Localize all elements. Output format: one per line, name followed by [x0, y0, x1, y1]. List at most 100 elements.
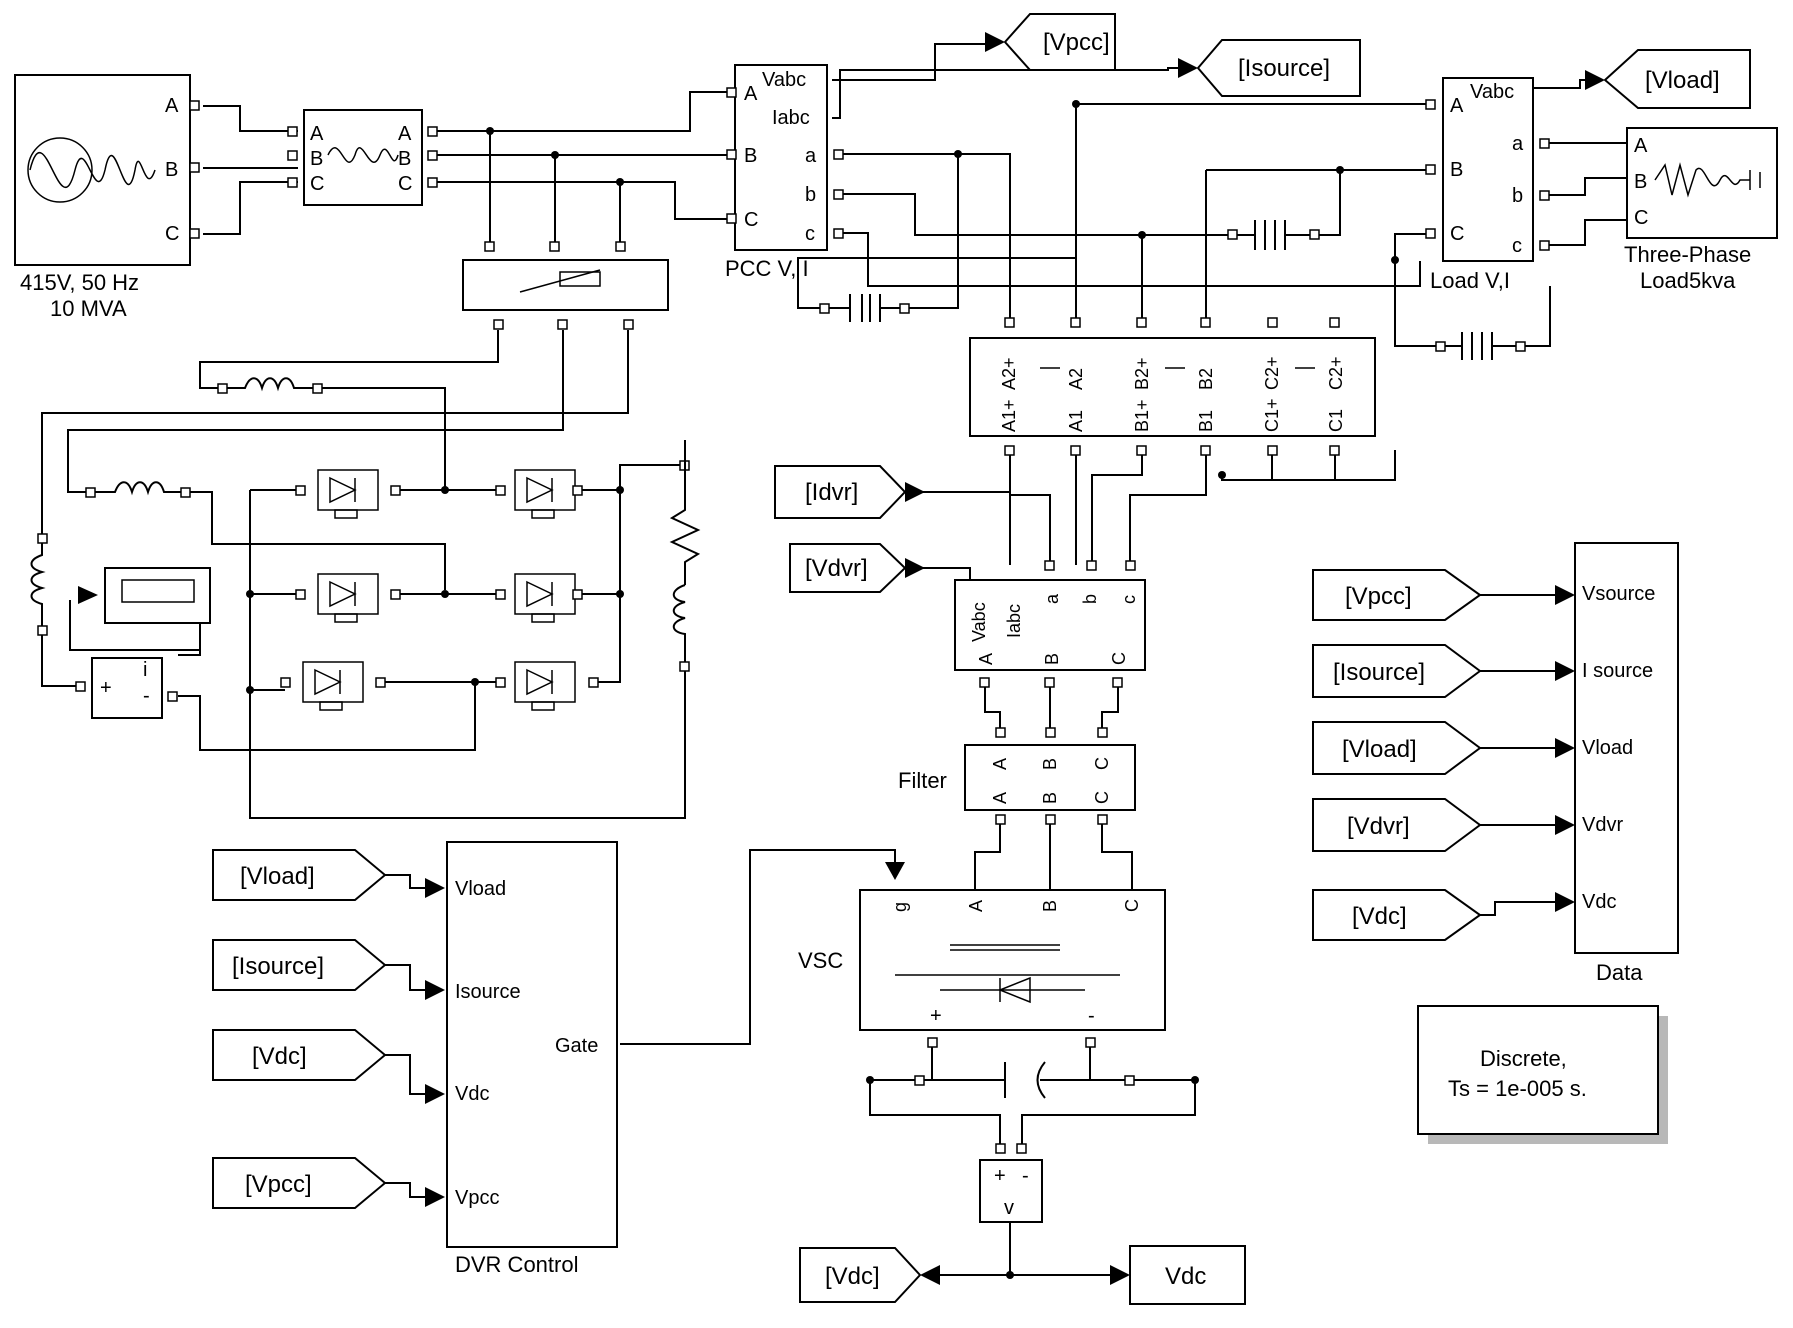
junction-dots: [246, 100, 1399, 694]
dvr-iabc: Iabc: [1004, 604, 1024, 638]
dvr-control-block[interactable]: Vload Isource Vdc Vpcc Gate: [446, 841, 618, 1248]
tpload-port-b: B: [1634, 171, 1647, 193]
data-port-vload: Vload: [1582, 737, 1633, 759]
tpload-label-line2: Load5kva: [1640, 268, 1736, 293]
tr-a2: A2: [1066, 368, 1086, 390]
series-transformers[interactable]: A1+ A1 B1+ B1 C1+ C1 A2+ A2 B2+ B2 C2+ C…: [969, 317, 1376, 456]
source-label-line2: 10 MVA: [50, 296, 127, 321]
load-port-c: C: [1450, 223, 1464, 245]
source-label-line1: 415V, 50 Hz: [20, 270, 139, 295]
tr-c1: C1: [1326, 409, 1346, 432]
vm-plus: +: [994, 1165, 1006, 1187]
dvr-b-out: b: [1080, 594, 1100, 604]
from-data-vdc[interactable]: [Vdc]: [1312, 889, 1575, 941]
goto-vpcc[interactable]: [Vpcc]: [985, 13, 1116, 71]
load-meas-label: Load V,I: [1430, 268, 1510, 293]
pcc-port-c: C: [744, 209, 758, 231]
load-vabc: Vabc: [1470, 81, 1514, 103]
tr-b1: B1: [1196, 410, 1216, 432]
three-phase-source[interactable]: A B C: [14, 74, 200, 266]
data-scope-block[interactable]: Vsource I source Vload Vdvr Vdc: [1574, 542, 1679, 954]
vsc-g: g: [890, 902, 910, 912]
pcc-port-c-out: c: [805, 223, 815, 245]
goto-idvr-label: [Idvr]: [805, 479, 858, 506]
from-ctl-isource[interactable]: [Isource]: [212, 939, 445, 1000]
thyristor-2: [495, 469, 583, 519]
filter-a-top: A: [990, 758, 1010, 770]
three-phase-breaker[interactable]: [462, 241, 669, 330]
goto-isource-label: [Isource]: [1238, 55, 1330, 82]
three-phase-load[interactable]: A B C: [1626, 127, 1778, 239]
vsc-a: A: [966, 900, 986, 912]
thyristor-4: [495, 573, 583, 623]
vsc-block[interactable]: g A B C + -: [859, 862, 1166, 1048]
from-data-vload[interactable]: [Vload]: [1312, 721, 1575, 775]
wires: [41, 43, 1630, 1276]
dvr-vi-measurement[interactable]: Vabc Iabc a b c A B C: [954, 560, 1146, 688]
goto-idvr[interactable]: [Idvr]: [774, 465, 925, 519]
capacitor-load: [1435, 332, 1526, 360]
rl-port-a-out: A: [398, 123, 412, 145]
vm-v: v: [1004, 1197, 1014, 1219]
goto-vdc-label: [Vdc]: [825, 1263, 880, 1290]
inductor-2: [85, 481, 191, 498]
filter-block[interactable]: A B C A B C: [964, 727, 1136, 825]
cm-plus: +: [100, 677, 112, 699]
thyristor-6: [495, 661, 599, 711]
ctl-port-isource: Isource: [455, 981, 521, 1003]
from-ctl-vpcc[interactable]: [Vpcc]: [212, 1157, 445, 1209]
cm-minus: -: [143, 685, 150, 707]
vsc-c: C: [1122, 899, 1142, 912]
current-measurement[interactable]: + i -: [75, 657, 178, 719]
rl-port-c-in: C: [310, 173, 324, 195]
tr-c2: C2+: [1326, 356, 1346, 390]
from-data-vdvr-label: [Vdvr]: [1347, 813, 1410, 840]
pcc-port-b: B: [744, 145, 757, 167]
from-data-vpcc[interactable]: [Vpcc]: [1312, 569, 1575, 621]
tr-c1plus: C1+: [1262, 398, 1282, 432]
series-rl-branch[interactable]: A B C A B C: [287, 109, 438, 206]
goto-vpcc-label: [Vpcc]: [1043, 29, 1110, 56]
from-ctl-vload[interactable]: [Vload]: [212, 849, 445, 901]
ctl-port-gate: Gate: [555, 1035, 598, 1057]
from-data-isource[interactable]: [Isource]: [1312, 644, 1575, 698]
load-vi-measurement[interactable]: A B C Vabc a b c: [1425, 77, 1550, 262]
load-port-a-out: a: [1512, 133, 1524, 155]
dc-voltage-measurement[interactable]: + - v: [979, 1143, 1043, 1223]
filter-c-bot: C: [1092, 791, 1112, 804]
vdc-display[interactable]: Vdc: [1006, 1245, 1246, 1305]
pcc-vabc: Vabc: [762, 69, 806, 91]
powergui-block[interactable]: Discrete, Ts = 1e-005 s.: [1417, 1005, 1668, 1144]
display-block[interactable]: [78, 567, 211, 624]
pcc-vi-measurement[interactable]: A B C Vabc Iabc a b c: [726, 64, 844, 251]
tr-a2plus: A2+: [999, 357, 1019, 390]
tr-c2plus: C2+: [1262, 356, 1282, 390]
goto-vdc[interactable]: [Vdc]: [799, 1247, 940, 1303]
from-ctl-vdc[interactable]: [Vdc]: [212, 1029, 445, 1104]
tr-a1: A1: [1066, 410, 1086, 432]
tr-a1plus: A1+: [999, 399, 1019, 432]
from-data-vload-label: [Vload]: [1342, 736, 1417, 763]
data-port-vsource: Vsource: [1582, 583, 1655, 605]
pcc-port-a: A: [744, 83, 758, 105]
ctl-port-vload: Vload: [455, 878, 506, 900]
data-port-vdvr: Vdvr: [1582, 814, 1623, 836]
filter-b-bot: B: [1040, 792, 1060, 804]
pcc-port-b-out: b: [805, 184, 816, 206]
tr-b1plus: B1+: [1132, 399, 1152, 432]
from-ctl-isource-label: [Isource]: [232, 953, 324, 980]
goto-isource[interactable]: [Isource]: [1178, 39, 1361, 97]
from-ctl-vload-label: [Vload]: [240, 863, 315, 890]
rl-load: [669, 440, 701, 672]
from-data-vpcc-label: [Vpcc]: [1345, 583, 1412, 610]
tpload-port-c: C: [1634, 207, 1648, 229]
from-ctl-vpcc-label: [Vpcc]: [245, 1171, 312, 1198]
load-port-b-out: b: [1512, 185, 1523, 207]
goto-vdvr-label: [Vdvr]: [805, 555, 868, 582]
dvr-vabc: Vabc: [969, 602, 989, 642]
vsc-b: B: [1040, 900, 1060, 912]
from-data-vdvr[interactable]: [Vdvr]: [1312, 798, 1575, 852]
goto-vdvr[interactable]: [Vdvr]: [789, 543, 925, 593]
goto-vload[interactable]: [Vload]: [1585, 49, 1751, 109]
